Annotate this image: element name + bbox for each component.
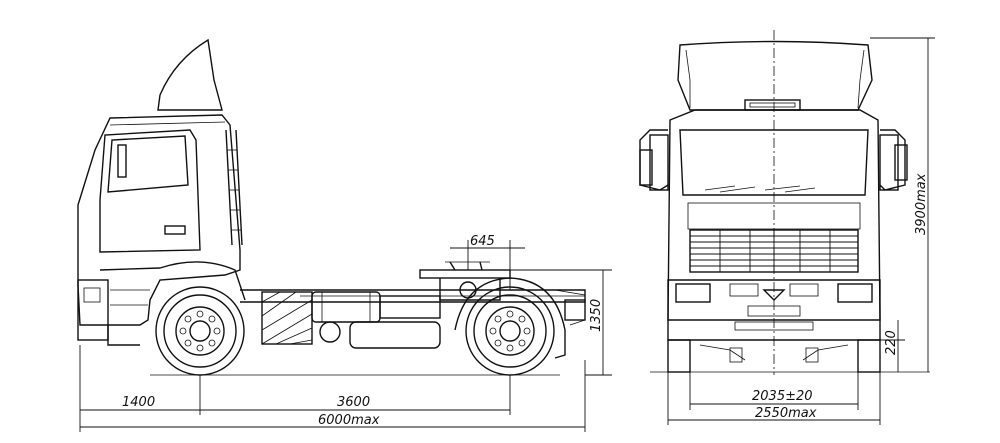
dim-overall-height: 3900max	[914, 173, 929, 235]
cab-body	[77, 114, 241, 326]
rear-wheel	[465, 286, 555, 376]
right-mirror	[879, 129, 908, 191]
roof-deflector	[677, 40, 873, 111]
cab-door	[99, 129, 201, 253]
dim-front-overhang: 1400	[122, 395, 155, 410]
front-left-tyre	[667, 339, 691, 373]
door-handle	[164, 225, 186, 235]
cab-ladder	[225, 129, 243, 246]
battery-box	[261, 291, 313, 345]
dim-overall-length: 6000max	[318, 413, 380, 428]
air-tank	[349, 321, 441, 349]
front-right-tyre	[857, 339, 881, 373]
fifth-wheel	[419, 261, 511, 301]
dim-ground-clearance: 220	[884, 330, 899, 355]
front-bumper	[77, 279, 109, 341]
door-window	[107, 135, 189, 193]
dim-wheelbase: 3600	[337, 395, 370, 410]
left-mirror	[639, 129, 669, 191]
side-view	[77, 38, 586, 376]
left-headlamp	[675, 283, 711, 303]
roof-spoiler	[157, 38, 223, 111]
front-wheel	[155, 286, 245, 376]
dim-track-width: 2035±20	[752, 389, 813, 404]
front-view	[639, 30, 930, 375]
right-headlamp	[837, 283, 873, 303]
windshield	[679, 129, 869, 196]
side-dimensions: 645 1350 1400 3600 6000max	[79, 234, 612, 432]
dim-kingpin-offset: 645	[470, 234, 495, 249]
dim-overall-width: 2550max	[755, 406, 817, 421]
front-dimensions: 3900max 220 2035±20 2550max	[667, 37, 935, 425]
wipers	[704, 185, 816, 193]
dim-coupling-height: 1350	[589, 299, 604, 332]
side-mirror	[117, 144, 127, 178]
